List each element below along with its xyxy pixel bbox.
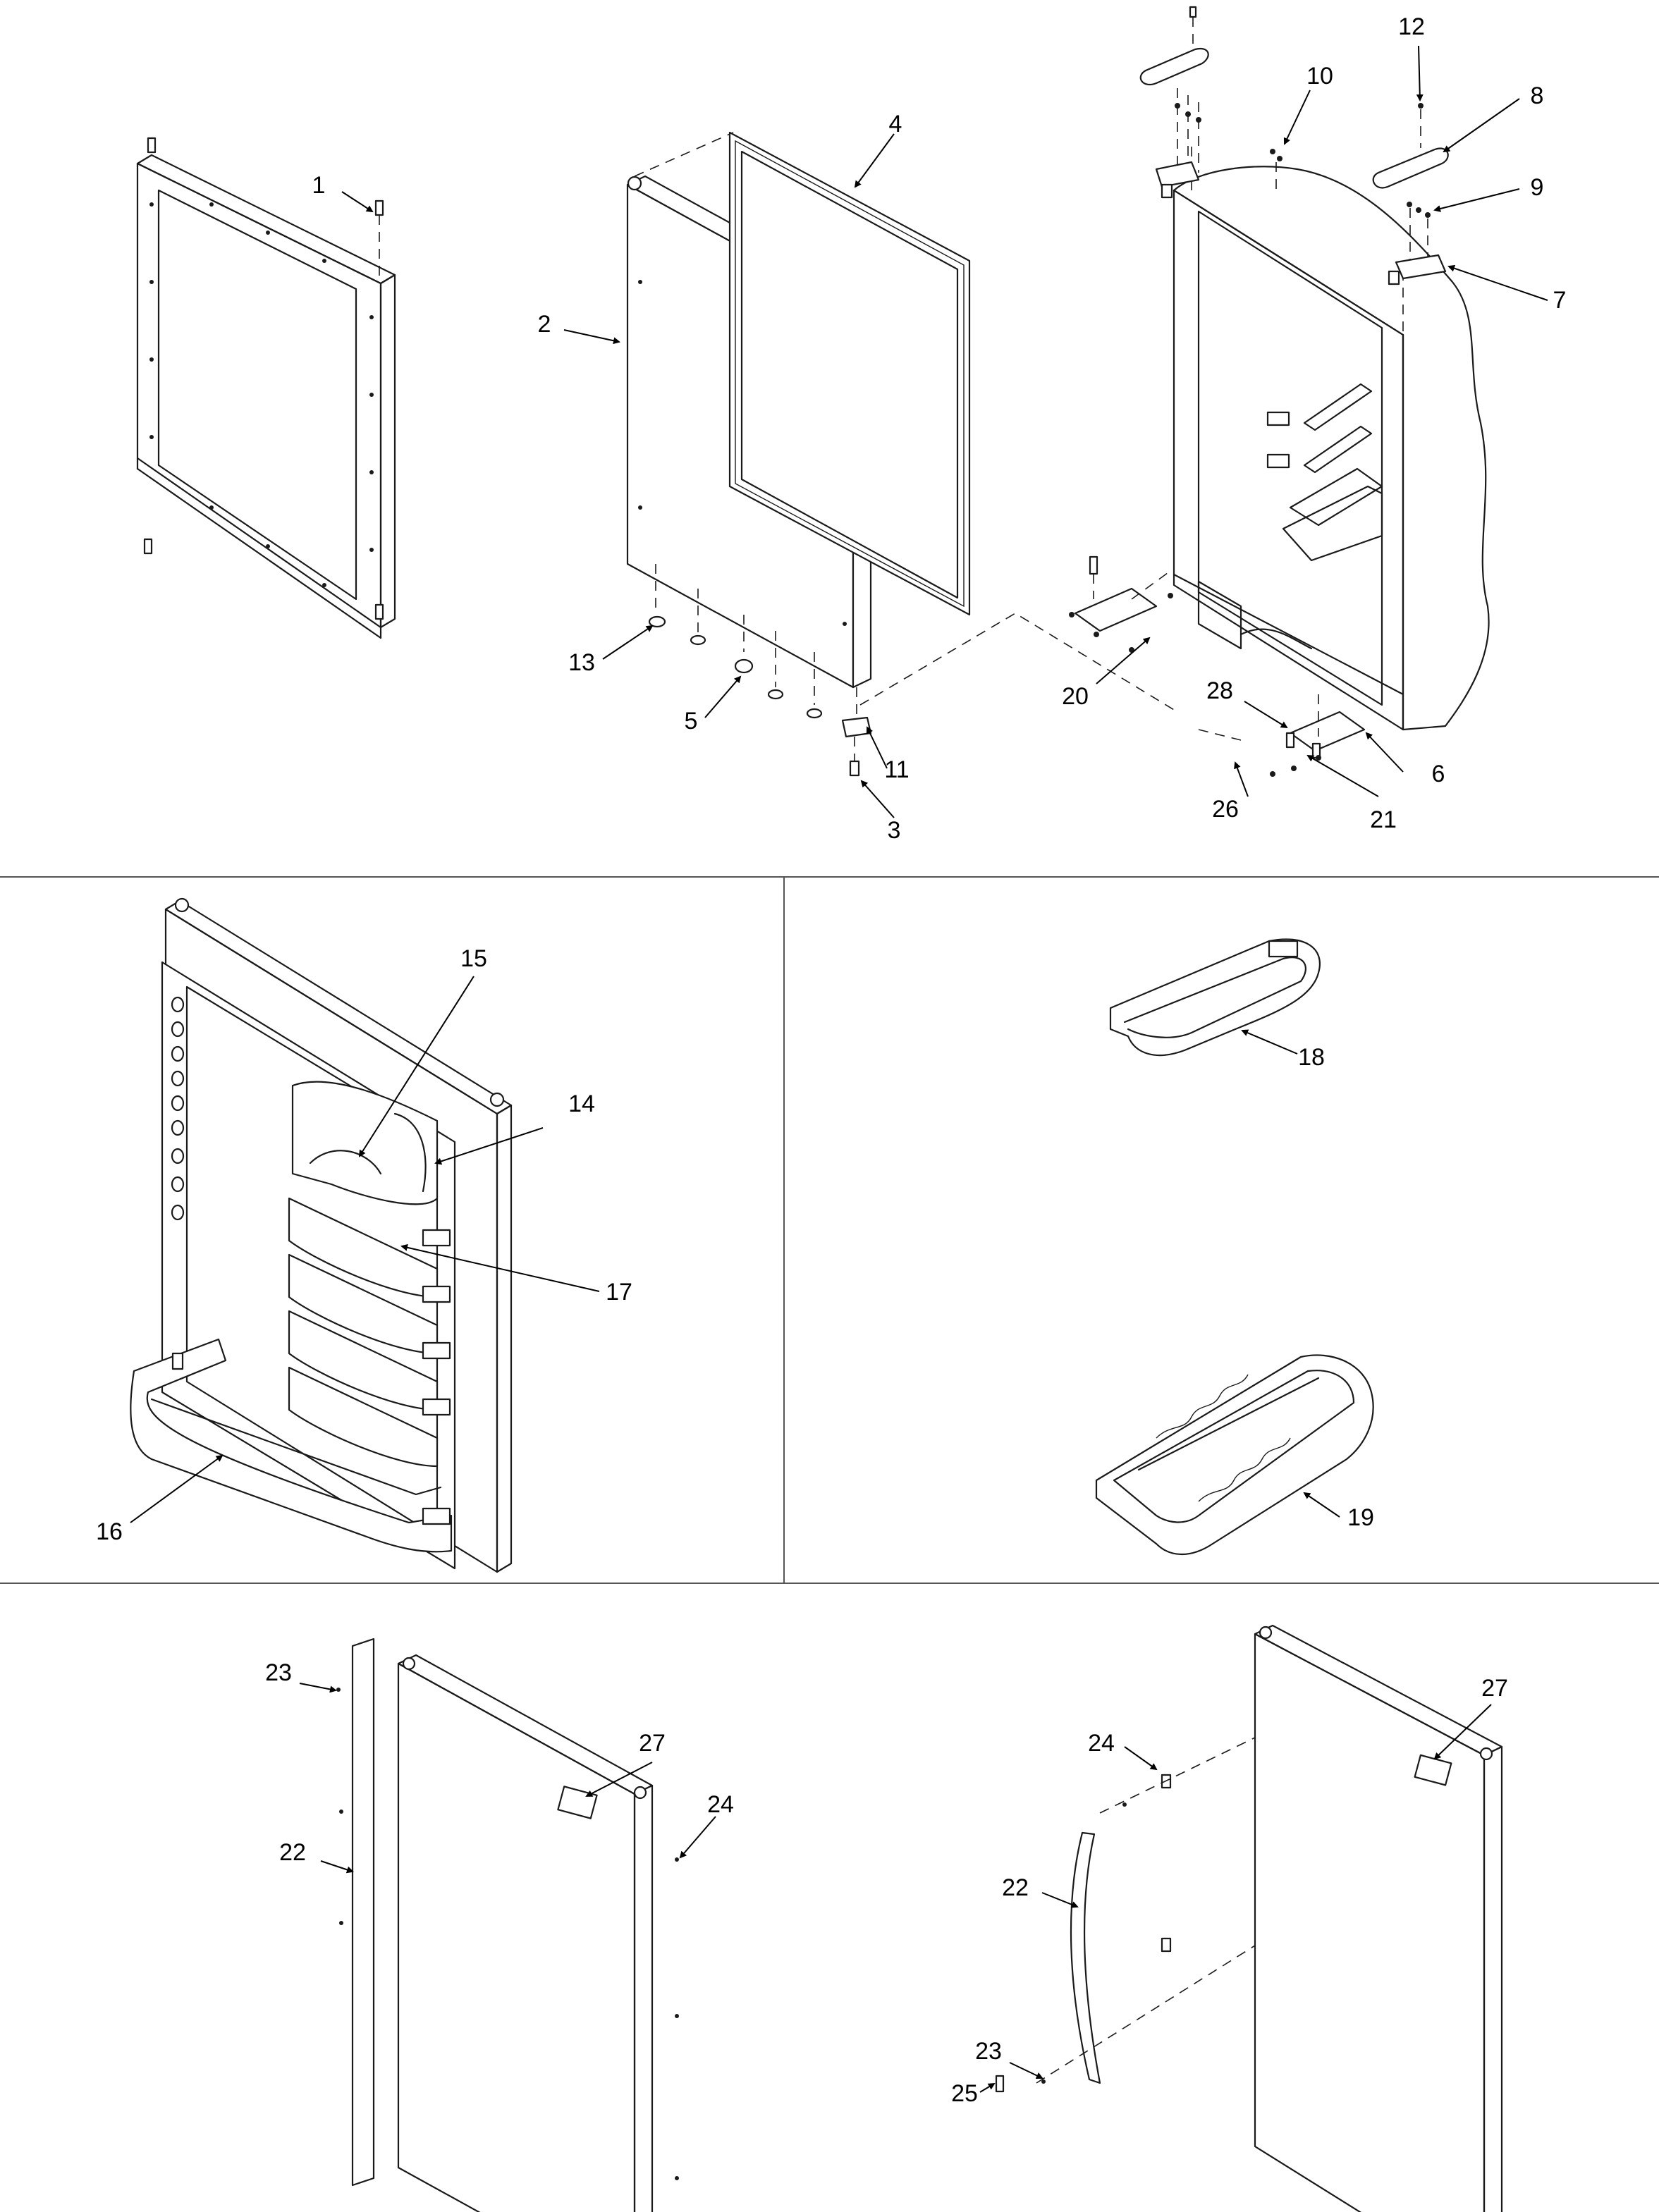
callout-14: 14: [568, 1090, 595, 1117]
callout-26: 26: [1212, 796, 1239, 823]
callout-11: 11: [884, 756, 909, 783]
callout-24-right: 24: [1088, 1730, 1115, 1757]
callout-24-left: 24: [707, 1791, 734, 1818]
callout-7: 7: [1553, 287, 1567, 314]
hinge-cover-left: [1139, 6, 1209, 199]
section-dividers: [0, 876, 1659, 1584]
bottom-hinge-part: [841, 613, 1242, 777]
callout-27-left: 27: [639, 1730, 666, 1757]
callout-13: 13: [568, 649, 595, 676]
callout-22-right: 22: [1002, 1874, 1029, 1901]
callout-27-right: 27: [1481, 1675, 1508, 1702]
callout-6: 6: [1432, 761, 1445, 787]
door-bottom-plugs: [648, 564, 823, 719]
callout-labels: 1 2 3 4 5 6 7 8 9 10 11 12 13 14 15 16 1…: [96, 13, 1566, 2107]
callout-20: 20: [1062, 683, 1089, 710]
callout-15: 15: [460, 945, 487, 972]
callout-21: 21: [1370, 806, 1397, 833]
callout-3: 3: [888, 817, 901, 844]
bottom-left-hinge: [1069, 555, 1173, 653]
cabinet-part: [1173, 145, 1490, 731]
hinge-cover-right: [1270, 103, 1449, 285]
door-right-bottom: [995, 1624, 1503, 2212]
callout-10: 10: [1306, 63, 1333, 90]
callout-23-right: 23: [975, 2038, 1002, 2065]
shelf-part: [1109, 938, 1321, 1057]
door-frame-part: [136, 137, 396, 639]
gasket-part: [728, 131, 971, 616]
door-interior-part: [130, 897, 513, 1573]
callout-16: 16: [96, 1518, 123, 1545]
callout-1: 1: [312, 172, 326, 199]
callout-2: 2: [538, 311, 551, 338]
callout-28: 28: [1206, 677, 1233, 704]
tray-part: [1095, 1354, 1374, 1556]
callout-25: 25: [951, 2080, 978, 2107]
callout-17: 17: [606, 1279, 632, 1305]
callout-12: 12: [1398, 13, 1425, 40]
callout-18: 18: [1298, 1044, 1325, 1071]
callout-22-left: 22: [279, 1839, 306, 1866]
callout-leaders: [130, 45, 1548, 2093]
callout-9: 9: [1531, 174, 1544, 201]
callout-8: 8: [1531, 82, 1544, 109]
callout-4: 4: [889, 111, 902, 137]
callout-19: 19: [1347, 1504, 1374, 1531]
bottom-right-hinge: [1270, 694, 1366, 777]
callout-23-left: 23: [265, 1659, 292, 1686]
callout-5: 5: [685, 708, 698, 735]
door-left-bottom: [336, 1638, 679, 2212]
